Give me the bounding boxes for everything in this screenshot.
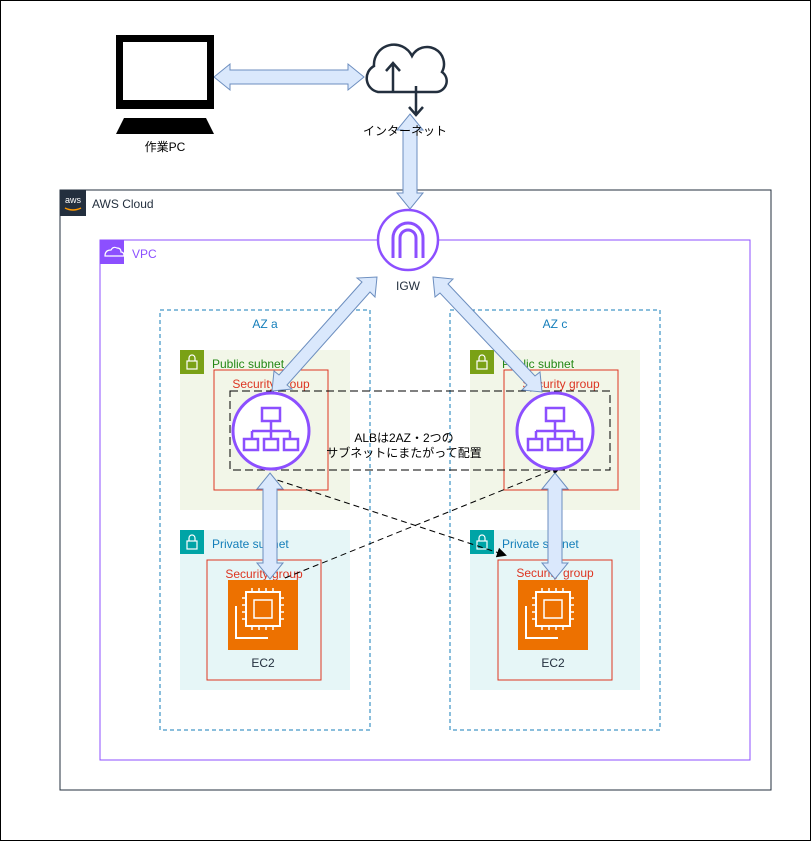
sg-public-a-label: Security group: [232, 377, 310, 391]
public-subnet-a-label: Public subnet: [212, 357, 285, 371]
lock-body: [476, 540, 488, 550]
download-arrow: [408, 86, 424, 117]
cloud-upload-download-icon: [365, 43, 448, 94]
alb-a-to-ec2-c-connector: [267, 476, 507, 558]
lb-leaf-node: [546, 437, 564, 452]
lb-leaf-node: [262, 437, 280, 452]
lb-leaf-node: [282, 437, 300, 452]
lock-body: [186, 360, 198, 370]
aws-logo-text: aws: [65, 195, 82, 205]
vpc-badge-icon: [100, 240, 124, 264]
az-c-group: AZ c: [449, 309, 661, 731]
lb-leaf-node: [526, 437, 544, 452]
lock-shackle: [188, 354, 196, 361]
ec2-instance-icon: [228, 580, 298, 650]
pc-internet-arrow: [213, 62, 365, 92]
ec2-instance-icon: [518, 580, 588, 650]
lock-body: [186, 540, 198, 550]
lock-shackle: [188, 534, 196, 541]
block-arrows: [213, 62, 570, 580]
ec2-chip-core: [543, 599, 563, 619]
aws-cloud-label: AWS Cloud: [92, 197, 154, 211]
aws-logo-smile: [64, 207, 82, 211]
alb-note: ALBは2AZ・2つの サブネットにまたがって配置: [326, 431, 481, 460]
igw-arch-inner: [398, 228, 418, 258]
ec2-a-label: EC2: [251, 656, 275, 670]
upload-arrow: [385, 61, 401, 92]
ec2-chip-pins: [532, 588, 574, 630]
lock-icon: [180, 530, 204, 554]
lb-tree: [250, 421, 292, 439]
alb-a: [231, 391, 311, 471]
aws-logo-icon: [60, 190, 86, 216]
lb-tree: [534, 421, 576, 439]
sg-private-a-label: Security group: [225, 567, 303, 581]
lb-leaf-node: [242, 437, 260, 452]
az-c-label: AZ c: [543, 317, 568, 331]
lock-shackle: [478, 534, 486, 541]
ec2-chip-back: [235, 606, 268, 639]
az-a-border: [159, 309, 371, 731]
lock-icon: [470, 350, 494, 374]
az-a-label: AZ a: [252, 317, 278, 331]
ec2-a: EC2: [228, 580, 298, 670]
internet: インターネット: [363, 43, 448, 138]
ec2-c: EC2: [518, 580, 588, 670]
lock-icon: [180, 350, 204, 374]
internet-label: インターネット: [363, 124, 447, 138]
alb-span-box: [229, 390, 611, 471]
monitor-keyboard: [116, 118, 214, 134]
igw-label: IGW: [396, 279, 421, 293]
private-subnet-a-label: Private subnet: [212, 537, 289, 551]
az-c-border: [449, 309, 661, 731]
ec2-chip-pins: [242, 588, 284, 630]
ec2-chip-outline: [245, 591, 281, 627]
igw-alb-c-arrow: [432, 276, 543, 393]
ec2-c-label: EC2: [541, 656, 565, 670]
vpc-label: VPC: [132, 247, 157, 261]
cross-connectors: [267, 465, 562, 579]
lb-leaf-node: [566, 437, 584, 452]
pc-label: 作業PC: [145, 140, 186, 154]
lock-shackle: [478, 354, 486, 361]
alb-note-line2: サブネットにまたがって配置: [326, 445, 481, 460]
monitor-screen: [123, 42, 207, 100]
ec2-chip-outline: [535, 591, 571, 627]
vpc-cloud-icon: [104, 246, 125, 257]
private-subnet-c-label: Private subnet: [502, 537, 579, 551]
ec2-chip-back: [525, 606, 558, 639]
igw-alb-a-arrow: [271, 276, 378, 392]
igw: IGW: [376, 208, 440, 293]
alb-c-ec2-c-arrow: [540, 472, 570, 580]
work-pc: 作業PC: [116, 35, 214, 154]
ec2-chip-core: [253, 599, 273, 619]
alb-a-ec2-a-arrow: [255, 472, 285, 580]
az-a-group: AZ a: [159, 309, 371, 731]
internet-gateway-icon: [376, 208, 440, 272]
alb-c: [515, 391, 595, 471]
lock-body: [476, 360, 488, 370]
igw-arch-outer: [391, 221, 425, 258]
alb-note-line1: ALBは2AZ・2つの: [354, 431, 453, 445]
